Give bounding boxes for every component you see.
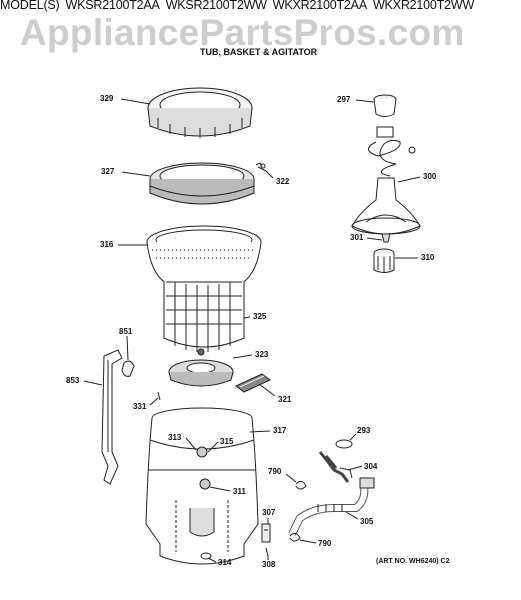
label-300[interactable]: 300 xyxy=(423,172,437,181)
label-851[interactable]: 851 xyxy=(119,327,133,336)
label-323[interactable]: 323 xyxy=(255,350,269,359)
label-311[interactable]: 311 xyxy=(233,487,246,496)
leader-790-upper xyxy=(285,473,297,483)
label-308[interactable]: 308 xyxy=(262,560,276,569)
balance-ring-327[interactable] xyxy=(149,162,255,205)
agitator-300[interactable] xyxy=(351,126,421,235)
label-307[interactable]: 307 xyxy=(262,508,276,517)
screw-322[interactable] xyxy=(255,162,267,172)
model-2: WKSR2100T2WW xyxy=(165,0,267,12)
bracket-307[interactable] xyxy=(261,523,271,543)
label-331[interactable]: 331 xyxy=(133,402,147,411)
label-325[interactable]: 325 xyxy=(253,312,267,321)
watermark: AppliancePartsPros.com xyxy=(20,12,465,53)
art-number: (ART NO. WH6240) C2 xyxy=(376,558,450,565)
model-1: WKSR2100T2AA xyxy=(65,0,160,12)
label-317[interactable]: 317 xyxy=(273,426,287,435)
leader-311 xyxy=(209,486,231,492)
model-3: WKXR2100T2AA xyxy=(272,0,367,12)
leader-300 xyxy=(397,176,421,183)
label-321[interactable]: 321 xyxy=(278,395,292,404)
agitator-cap-297[interactable] xyxy=(373,94,397,117)
leader-293 xyxy=(349,433,357,441)
clamp-790-lower[interactable] xyxy=(289,532,301,542)
model-header: MODEL(S) WKSR2100T2AA WKSR2100T2WW WKXR2100… xyxy=(0,0,521,12)
outer-tub-317[interactable] xyxy=(145,407,259,565)
leader-322 xyxy=(265,170,274,179)
leader-313 xyxy=(185,437,197,451)
label-853[interactable]: 853 xyxy=(66,376,80,385)
leader-314 xyxy=(207,557,217,563)
leader-329 xyxy=(120,98,151,105)
leader-321 xyxy=(258,383,276,397)
label-293[interactable]: 293 xyxy=(357,426,371,435)
leader-304 xyxy=(347,465,363,471)
label-313[interactable]: 313 xyxy=(168,433,182,442)
label-305[interactable]: 305 xyxy=(360,517,374,526)
drain-hose-305[interactable] xyxy=(288,477,375,536)
leader-305 xyxy=(345,511,359,520)
hub-323[interactable] xyxy=(168,348,234,387)
label-314[interactable]: 314 xyxy=(218,558,232,567)
leader-317 xyxy=(249,430,271,433)
model-4: WKXR2100T2WW xyxy=(372,0,475,12)
label-322[interactable]: 322 xyxy=(276,177,290,186)
rod-853[interactable] xyxy=(101,349,123,485)
clip-308[interactable] xyxy=(265,547,269,557)
leader-323 xyxy=(232,354,253,359)
leader-790-lower xyxy=(299,539,317,544)
seal-314[interactable] xyxy=(200,552,212,560)
screw-301[interactable] xyxy=(381,233,391,243)
label-790-lower[interactable]: 790 xyxy=(318,539,332,548)
leader-325 xyxy=(243,316,251,319)
label-316[interactable]: 316 xyxy=(100,240,114,249)
leader-327 xyxy=(121,171,151,177)
label-329[interactable]: 329 xyxy=(100,94,114,103)
label-790-upper[interactable]: 790 xyxy=(268,467,282,476)
label-304[interactable]: 304 xyxy=(364,462,378,471)
cap-851[interactable] xyxy=(121,360,135,377)
coupling-310[interactable] xyxy=(373,248,395,273)
label-310[interactable]: 310 xyxy=(421,253,435,262)
label-327[interactable]: 327 xyxy=(101,167,115,176)
label-301[interactable]: 301 xyxy=(350,233,364,242)
leader-315 xyxy=(207,441,219,453)
clamp-293[interactable] xyxy=(335,439,353,449)
leader-297 xyxy=(355,99,375,103)
filter-321[interactable] xyxy=(235,373,271,393)
diagram-subtitle: TUB, BASKET & AGITATOR xyxy=(200,47,318,57)
clip-331[interactable] xyxy=(157,391,161,401)
tub-cover-329[interactable] xyxy=(147,87,253,138)
models-prefix: MODEL(S) xyxy=(0,0,60,12)
hose-304[interactable] xyxy=(318,451,353,483)
label-315[interactable]: 315 xyxy=(220,437,234,446)
leader-853 xyxy=(83,380,103,386)
label-297[interactable]: 297 xyxy=(337,95,351,104)
clamp-790-upper[interactable] xyxy=(295,480,307,490)
basket-316[interactable] xyxy=(146,225,262,352)
leader-331 xyxy=(149,397,159,406)
leader-851 xyxy=(126,335,129,361)
leader-301 xyxy=(366,237,383,241)
